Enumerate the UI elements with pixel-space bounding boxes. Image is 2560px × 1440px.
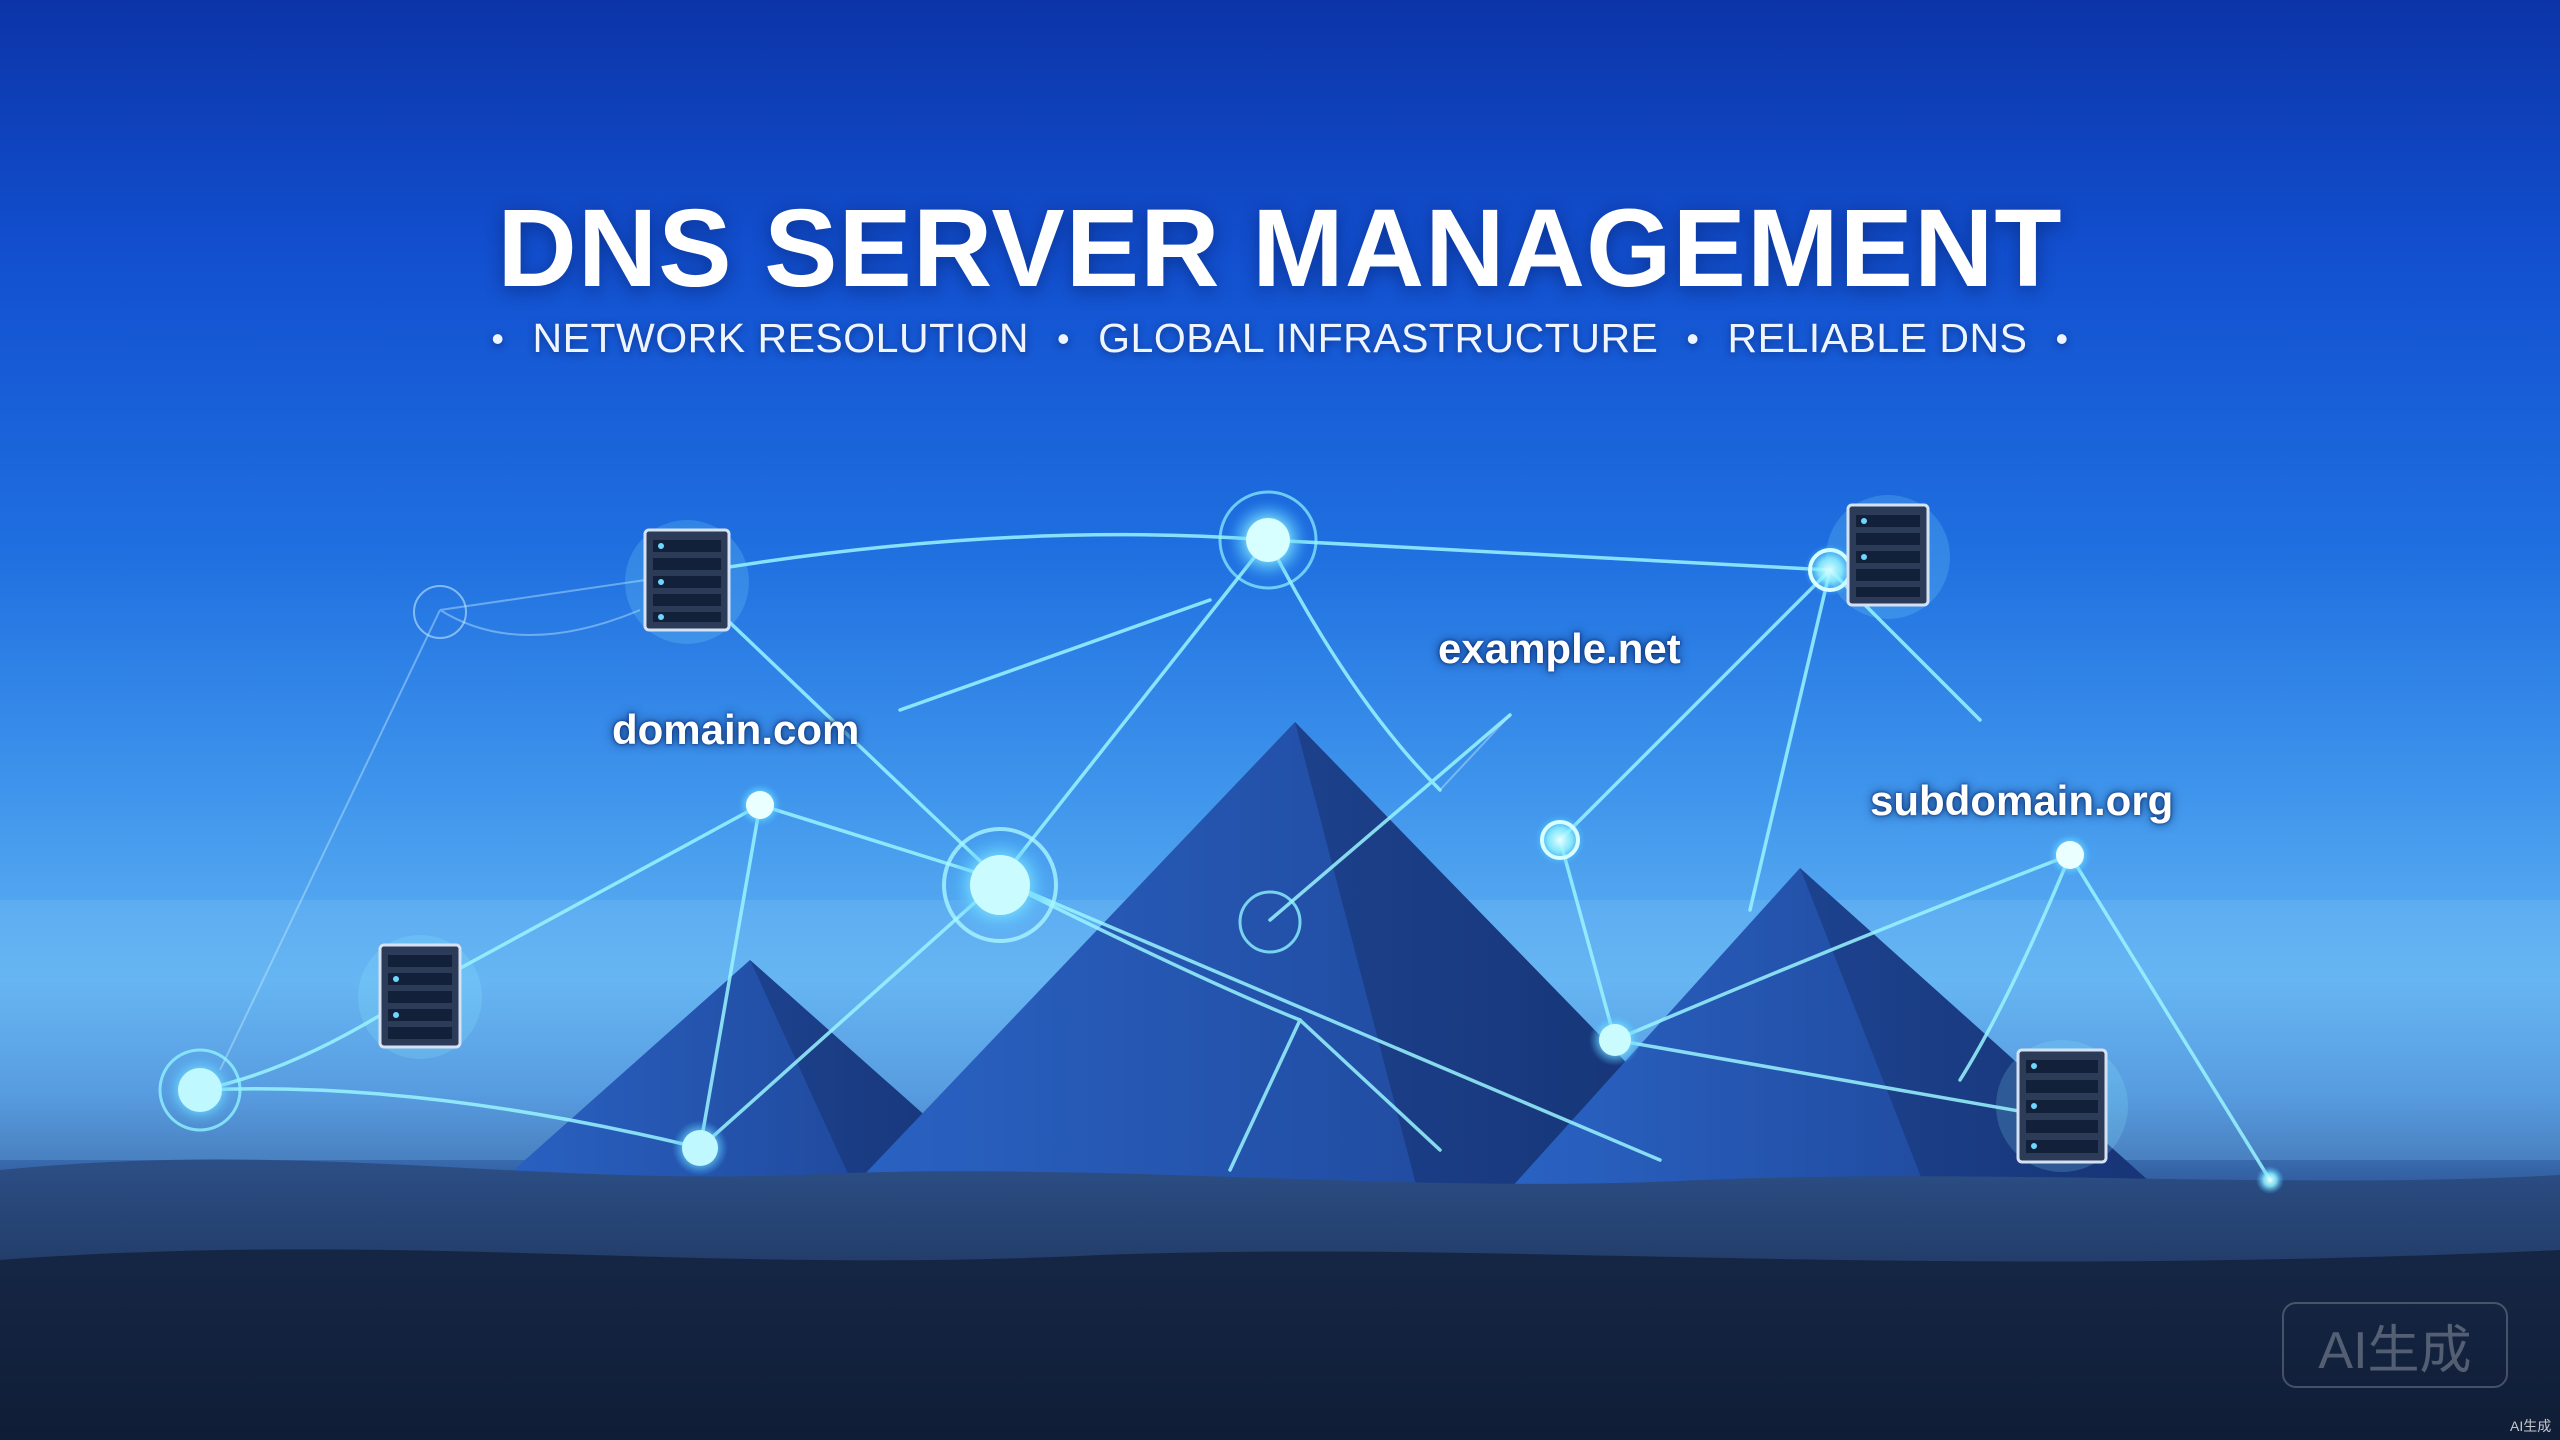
page-title: DNS SERVER MANAGEMENT — [497, 187, 2063, 310]
server-rack-icon — [1996, 1040, 2128, 1172]
network-node-icon — [158, 1048, 242, 1132]
domain-label-subdomain-org: subdomain.org — [1870, 777, 2174, 824]
server-rack-icon — [625, 520, 749, 644]
network-node-icon — [1218, 490, 1318, 590]
ai-generated-watermark: AI生成 — [2282, 1302, 2508, 1388]
tagline-item: RELIABLE DNS — [1727, 315, 2028, 361]
tagline-bullet: • — [2055, 317, 2069, 359]
tagline-bullet: • — [491, 317, 505, 359]
domain-label-example-net: example.net — [1438, 625, 1681, 672]
network-links — [198, 532, 2272, 1182]
tagline-bullet: • — [1057, 317, 1071, 359]
tagline: • NETWORK RESOLUTION • GLOBAL INFRASTRUC… — [0, 315, 2560, 362]
server-rack-icon — [1826, 495, 1950, 619]
network-node-icon — [942, 827, 1058, 943]
network-node-icon — [2048, 833, 2092, 877]
network-node-icon — [2256, 1166, 2284, 1194]
network-node-icon — [1589, 1014, 1641, 1066]
tagline-item: NETWORK RESOLUTION — [532, 315, 1030, 361]
faint-links — [219, 574, 1511, 1071]
network-nodes — [158, 490, 2284, 1194]
network-node-icon — [672, 1120, 728, 1176]
network-node-icon — [1238, 890, 1302, 954]
ai-generated-corner-mark: AI生成 — [2510, 1418, 2552, 1434]
network-node-icon — [738, 783, 782, 827]
domain-label-domain-com: domain.com — [612, 706, 860, 753]
network-node-icon — [413, 585, 467, 639]
network-node-icon — [1534, 814, 1586, 866]
tagline-bullet: • — [1686, 317, 1700, 359]
tagline-item: GLOBAL INFRASTRUCTURE — [1098, 315, 1659, 361]
server-rack-icon — [358, 935, 482, 1059]
